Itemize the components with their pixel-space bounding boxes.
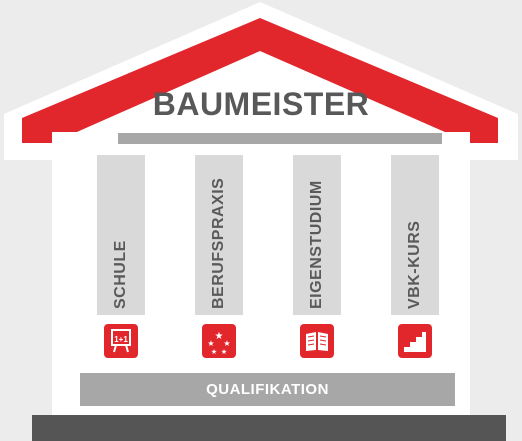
pillar-schule <box>97 155 145 315</box>
svg-text:★: ★ <box>211 348 217 356</box>
pillar-label-eigenstudium: EIGENSTUDIUM <box>308 180 325 309</box>
pillar-label-berufspraxis: BERUFSPRAXIS <box>210 177 227 309</box>
svg-text:★: ★ <box>207 339 214 348</box>
building-title: BAUMEISTER <box>152 86 370 122</box>
ground-bar <box>32 415 506 441</box>
svg-text:★: ★ <box>223 339 230 348</box>
pillar-berufspraxis <box>195 155 243 315</box>
top-beam <box>118 133 442 144</box>
roof-stripe <box>22 18 498 143</box>
qualification-label: QUALIFIKATION <box>206 381 329 398</box>
pillar-eigenstudium <box>293 155 341 315</box>
svg-text:1+1: 1+1 <box>114 335 128 344</box>
stairs-icon <box>398 324 432 358</box>
pillar-vbk-kurs <box>391 155 439 315</box>
stars-icon: ★ ★ ★ ★ ★ <box>202 324 236 358</box>
open-book-icon <box>300 324 334 358</box>
pillar-label-schule: SCHULE <box>112 240 129 309</box>
qualification-base <box>80 373 455 406</box>
svg-text:★: ★ <box>221 348 227 356</box>
blackboard-1plus1-icon: 1+1 <box>104 324 138 358</box>
pillar-label-vbk-kurs: VBK-KURS <box>406 220 423 309</box>
svg-text:★: ★ <box>215 331 224 342</box>
